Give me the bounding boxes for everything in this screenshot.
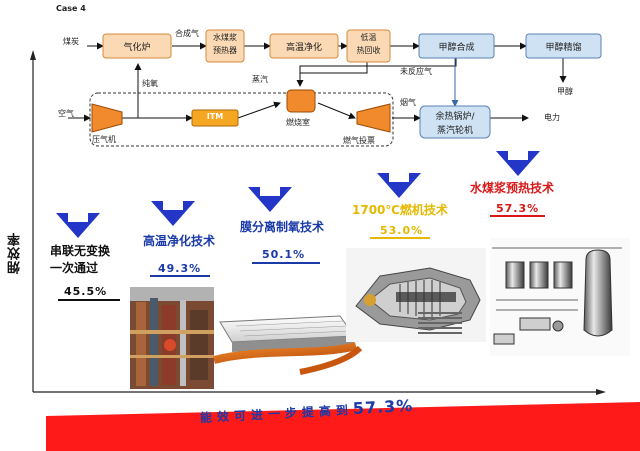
water-heater-label-2: 预热器 — [213, 46, 237, 55]
unreacted-gas-label: 未反应气 — [400, 67, 432, 76]
down-arrow-3 — [248, 187, 292, 212]
down-arrow-1 — [56, 213, 100, 238]
methanol-refine-box — [525, 33, 602, 59]
low-temp-label-2: 热回收 — [356, 46, 381, 55]
low-temp-recovery-box — [346, 29, 391, 63]
tech-1-label-1: 串联无变换 — [50, 244, 111, 258]
tech-5-label: 水煤浆预热技术 — [470, 181, 555, 195]
methanol-synthesis-box — [418, 33, 495, 59]
gasifier-box — [102, 33, 172, 59]
conclusion-value: 57.3% — [352, 395, 414, 418]
tech-5-value: 57.3% — [496, 202, 540, 215]
power-out-label: 电力 — [544, 113, 560, 122]
compressor-icon — [91, 103, 123, 133]
improvement-arrows — [56, 151, 540, 238]
coal-label: 煤炭 — [63, 37, 79, 46]
tech-4-label: 1700℃燃机技术 — [352, 203, 448, 217]
membrane-module-photo — [212, 315, 363, 375]
waste-heat-label-2: 蒸汽轮机 — [436, 126, 473, 136]
gas-turbine-photo — [346, 248, 486, 342]
gas-turbine-icon — [356, 103, 391, 133]
compressor-label: 压气机 — [92, 135, 116, 144]
combustor-icon — [286, 89, 316, 113]
methanol-refine-label: 甲醇精馏 — [545, 43, 582, 53]
arrow-itm-combustor — [237, 101, 281, 119]
y-axis-label: 㶲效率 — [8, 232, 23, 274]
methanol-synthesis-label: 甲醇合成 — [438, 43, 475, 53]
unreacted-gas-line — [299, 58, 457, 73]
tech-4-value: 53.0% — [380, 224, 424, 237]
y-axis-arrow — [30, 50, 36, 60]
water-heater-label-1: 水煤浆 — [213, 33, 237, 42]
waste-heat-boiler-box — [419, 105, 491, 139]
syngas-label: 合成气 — [175, 29, 199, 38]
combustor-label: 燃烧室 — [286, 118, 310, 127]
waste-heat-label-1: 余热锅炉/ — [435, 112, 475, 122]
tech-1-label-2: 一次通过 — [50, 261, 99, 275]
tech-3-label: 膜分离制氧技术 — [240, 220, 325, 234]
water-heater-box — [205, 29, 245, 63]
down-arrow-5 — [496, 151, 540, 176]
hot-purify-label: 高温净化 — [285, 43, 322, 53]
itm-box — [191, 109, 239, 127]
down-arrow-4 — [377, 173, 421, 198]
flue-gas-label: 烟气 — [400, 98, 416, 107]
hot-purify-box — [269, 33, 339, 59]
tech-2-label: 高温净化技术 — [143, 234, 216, 248]
x-axis-arrow — [596, 389, 606, 395]
steam-label: 蒸汽 — [252, 75, 268, 84]
case-label: Case 4 — [56, 4, 86, 13]
preheater-equipment-photo — [490, 238, 630, 356]
tech-2-value: 49.3% — [158, 262, 202, 275]
down-arrow-2 — [151, 201, 195, 226]
tech-1-value: 45.5% — [64, 285, 108, 298]
tech-3-value: 50.1% — [262, 248, 306, 261]
conclusion-band — [46, 402, 640, 451]
arrow-combustor-turbine — [317, 102, 356, 119]
low-temp-label-1: 低温 — [360, 33, 377, 42]
pure-oxygen-label: 纯氧 — [142, 79, 158, 88]
plant-photo — [130, 287, 214, 389]
gasifier-label: 气化炉 — [123, 43, 151, 53]
air-label: 空气 — [58, 109, 74, 118]
methanol-out-label: 甲醇 — [557, 87, 573, 96]
itm-label: ITM — [206, 112, 224, 121]
gas-turbine-label: 燃气投票 — [343, 136, 375, 145]
